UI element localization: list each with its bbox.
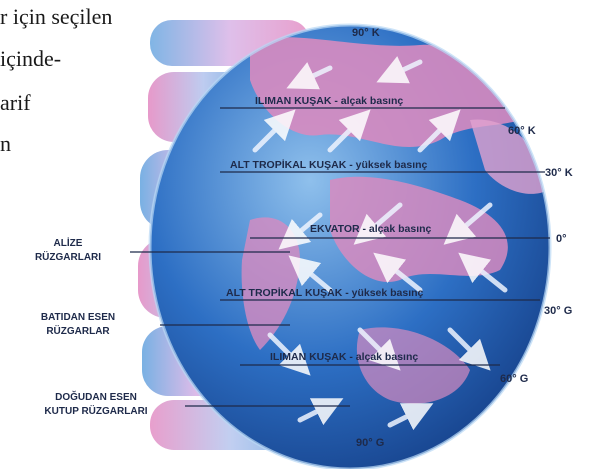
belt-south-temperate: ILIMAN KUŞAK - alçak basınç	[270, 351, 418, 363]
wind-polar-line2: KUTUP RÜZGARLARI	[44, 404, 147, 417]
lat-south-pole: 90° G	[356, 437, 384, 449]
wind-polar-line1: DOĞUDAN ESEN	[55, 390, 137, 403]
land-ne	[470, 119, 548, 194]
lat-30-south: 30° G	[544, 305, 572, 317]
arrow-trade-n-1	[278, 212, 323, 250]
belt-north-subtropical: ALT TROPİKAL KUŞAK - yüksek basınç	[230, 158, 428, 171]
body-text-line-2: içinde-	[0, 46, 62, 71]
belt-south-subtropical: ALT TROPİKAL KUŞAK - yüksek basınç	[226, 286, 424, 299]
globe	[148, 23, 552, 469]
lat-equator: 0°	[556, 233, 567, 245]
wind-trades-line1: ALİZE	[54, 236, 83, 249]
arrow-polar-s-1	[297, 398, 344, 426]
arrow-westerly-s-2	[357, 327, 401, 371]
lat-60-south: 60° G	[500, 373, 528, 385]
body-text-line-1: r için seçilen	[0, 4, 113, 29]
lat-30-north: 30° K	[545, 167, 573, 179]
lat-60-north: 60° K	[508, 125, 536, 137]
arrow-trade-n-3	[443, 202, 493, 245]
wind-arrows	[252, 56, 508, 431]
lat-north-pole: 90° K	[352, 27, 380, 39]
wind-westerlies-line1: BATIDAN ESEN	[41, 312, 115, 323]
arrow-westerly-s-3	[447, 327, 491, 371]
land-africa	[241, 217, 300, 350]
arrow-westerly-n-2	[327, 109, 371, 153]
arrow-westerly-s-1	[267, 332, 311, 376]
body-text-line-3: arif	[0, 90, 31, 115]
belt-north-temperate: ILIMAN KUŞAK - alçak basınç	[255, 95, 403, 107]
arrow-westerly-n-3	[417, 109, 461, 153]
arrow-trade-s-1	[288, 255, 333, 293]
belt-equator: EKVATOR - alçak basınç	[310, 223, 432, 235]
arrow-westerly-n-1	[252, 109, 296, 153]
label-leader-lines	[130, 251, 350, 407]
arrow-trade-s-2	[373, 252, 423, 293]
arrow-polar-s-2	[387, 403, 434, 431]
wind-westerlies-line2: RÜZGARLAR	[46, 324, 110, 337]
wind-trades-line2: RÜZGARLARI	[35, 250, 101, 263]
latitude-lines	[220, 107, 550, 366]
body-text-line-4: n	[0, 131, 11, 156]
arrow-trade-n-2	[353, 202, 403, 245]
globe-rim-highlight	[148, 23, 552, 469]
arrow-polar-2	[376, 56, 423, 84]
arrow-polar-1	[286, 62, 333, 90]
arrow-trade-s-3	[458, 252, 508, 293]
